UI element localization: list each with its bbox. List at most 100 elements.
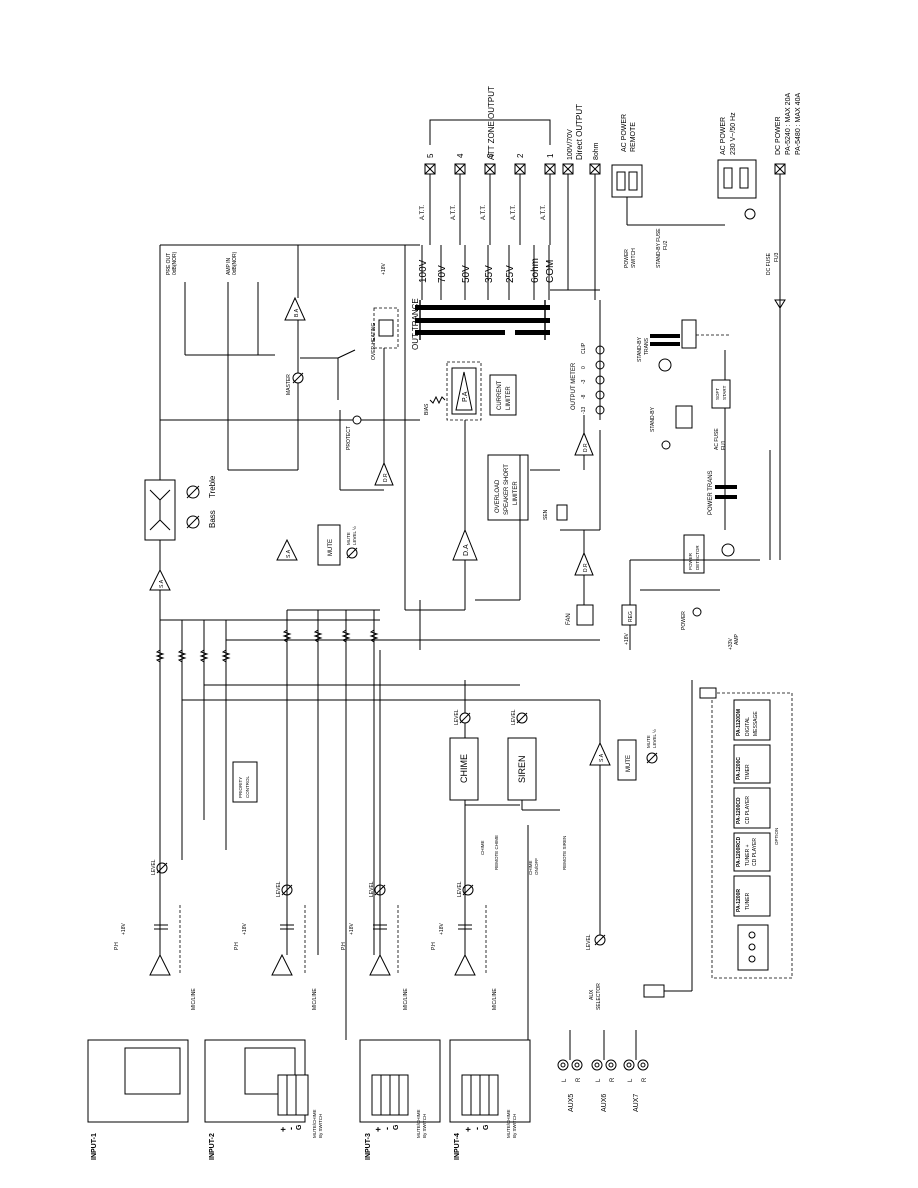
tap-com: COM bbox=[545, 260, 556, 283]
input-4-switch-label: By SWITCH bbox=[512, 1114, 517, 1138]
input-1-preamp bbox=[149, 953, 171, 976]
tap-6ohm: 6ohm bbox=[530, 258, 541, 283]
input-2-switch-label: By SWITCH bbox=[318, 1114, 323, 1138]
ac-power-1: AC POWER bbox=[720, 117, 727, 155]
ac-fuse-1: AC FUSE bbox=[714, 428, 720, 450]
direct-output-label: Direct OUTPUT bbox=[575, 104, 584, 160]
input-3-mute-label: MUTE/CHIME bbox=[416, 1110, 421, 1139]
tap-50v: 50V bbox=[461, 265, 472, 283]
bridge-2 bbox=[658, 358, 672, 372]
soft-start-1: SOFT bbox=[715, 388, 720, 400]
aux5-r: R bbox=[576, 1077, 582, 1082]
input-1-level: LEVEL bbox=[151, 859, 157, 875]
aux-selector-1: AUX bbox=[589, 989, 595, 1000]
power-detector-1: POWER bbox=[688, 552, 693, 570]
timer-label: TIMER bbox=[745, 764, 751, 780]
tap-35v: 35V bbox=[484, 265, 495, 283]
ground-symbol bbox=[744, 208, 756, 220]
summing-amp-1 bbox=[149, 568, 171, 591]
mute-level-1a: MUTE bbox=[346, 532, 351, 545]
standby-trans-core-a bbox=[650, 334, 680, 338]
zone-2: 2 bbox=[516, 153, 525, 158]
overload-limiter bbox=[487, 454, 529, 521]
dc-fuse-2: FU3 bbox=[774, 252, 780, 262]
protect-label: PROTECT bbox=[346, 426, 352, 450]
input-2-ph: P.H bbox=[234, 942, 240, 950]
input-1-18v: +18V bbox=[121, 923, 127, 935]
input-4-micline: MIC/LINE bbox=[492, 988, 498, 1010]
att-5-label: A.T.T. bbox=[420, 205, 426, 220]
input-3-micline: MIC/LINE bbox=[403, 988, 409, 1010]
chime-box bbox=[449, 737, 479, 801]
input-2-level: LEVEL bbox=[276, 881, 282, 897]
tunercd-1: TUNER + bbox=[745, 844, 751, 866]
standby-led bbox=[661, 440, 671, 450]
overload-3: LIMITER bbox=[513, 481, 519, 505]
standby-label: STAND-BY bbox=[650, 406, 656, 432]
input-2-terminal bbox=[277, 1074, 309, 1116]
att-2-label: A.T.T. bbox=[511, 205, 517, 220]
zone-5: 5 bbox=[426, 153, 435, 158]
att-1-label: A.T.T. bbox=[541, 205, 547, 220]
module-tunercd bbox=[733, 832, 771, 872]
amp-in-2: 0dB(NOR) bbox=[232, 251, 238, 275]
priority-1: PRIORITY bbox=[238, 777, 243, 798]
power-label: POWER bbox=[681, 611, 687, 630]
pa5240-label: PA-5240 : MAX 20A bbox=[785, 93, 792, 155]
dc-fuse-1: DC FUSE bbox=[766, 252, 772, 275]
da-label: D.A bbox=[463, 544, 470, 556]
ac-fuse-2: FU1 bbox=[721, 440, 727, 450]
dm-2: MESSAGE bbox=[753, 711, 759, 736]
input-4-mute-label: MUTE/CHIME bbox=[506, 1110, 511, 1139]
aux5-label: AUX5 bbox=[568, 1094, 575, 1112]
input-4-ground: G bbox=[483, 1124, 490, 1130]
dm-1: DIGITAL bbox=[745, 717, 751, 736]
dr-2-label: D.R bbox=[583, 443, 589, 452]
input-1-ph: P.H bbox=[114, 942, 120, 950]
current-limiter bbox=[489, 374, 517, 416]
pa5480-label: PA-5480 : MAX 40A bbox=[795, 93, 802, 155]
aux6-label: AUX6 bbox=[601, 1094, 608, 1112]
power-switch-1: POWER bbox=[624, 249, 630, 268]
protect-led bbox=[352, 415, 362, 425]
summing-amp-2 bbox=[276, 538, 298, 561]
tuner-code: PA-1200R bbox=[736, 889, 742, 912]
pa-label: P.A bbox=[462, 391, 469, 402]
input-4-minus: - bbox=[472, 1127, 482, 1130]
power-led bbox=[692, 607, 702, 617]
mute-box-2 bbox=[617, 739, 637, 781]
timer-code: PA-1200C bbox=[736, 757, 742, 780]
v18b-label: +18V bbox=[624, 633, 630, 645]
mute-2-label: MUTE bbox=[626, 755, 632, 772]
input-4-ph: P.H bbox=[431, 942, 437, 950]
module-tuner bbox=[733, 875, 771, 917]
cd-label: CD PLAYER bbox=[745, 796, 751, 824]
standby-trans-2: TRANS bbox=[644, 337, 650, 355]
driver-relay-1 bbox=[374, 461, 394, 486]
master-label: MASTER bbox=[286, 374, 292, 395]
input-4-level: LEVEL bbox=[457, 881, 463, 897]
soft-start-2: START bbox=[722, 385, 727, 400]
dr-3-label: D.R bbox=[583, 563, 589, 572]
power-amp-frame bbox=[446, 361, 482, 421]
power-detector-2: DETECTOR bbox=[695, 545, 700, 570]
input-4-box bbox=[449, 1039, 531, 1123]
treble-label: Treble bbox=[208, 475, 217, 498]
option-frame bbox=[711, 692, 793, 979]
power-amp-box bbox=[451, 367, 477, 415]
tap-100v: 100V bbox=[418, 259, 429, 283]
input-3-plus: + bbox=[373, 1127, 383, 1132]
input-section: INPUT-1 INPUT-2 INPUT-3 INPUT-4 + - G + … bbox=[87, 610, 531, 1160]
zone-3: 3 bbox=[486, 153, 495, 158]
dc-power-label: DC POWER bbox=[775, 117, 782, 156]
power-trans-core-b bbox=[715, 495, 737, 499]
cd-code: PA-1200CD bbox=[736, 797, 742, 824]
aux-sa-label: S.A bbox=[599, 753, 605, 762]
amp-in-1: AMP IN bbox=[226, 257, 232, 275]
tunercd-code: PA-1200RCD bbox=[736, 836, 742, 867]
mute-level-2a: MUTE bbox=[646, 735, 651, 748]
standby-trans-1: STAND-BY bbox=[637, 336, 643, 362]
zone-terminals bbox=[424, 163, 601, 300]
overload-1: OVERLOAD bbox=[495, 479, 501, 513]
